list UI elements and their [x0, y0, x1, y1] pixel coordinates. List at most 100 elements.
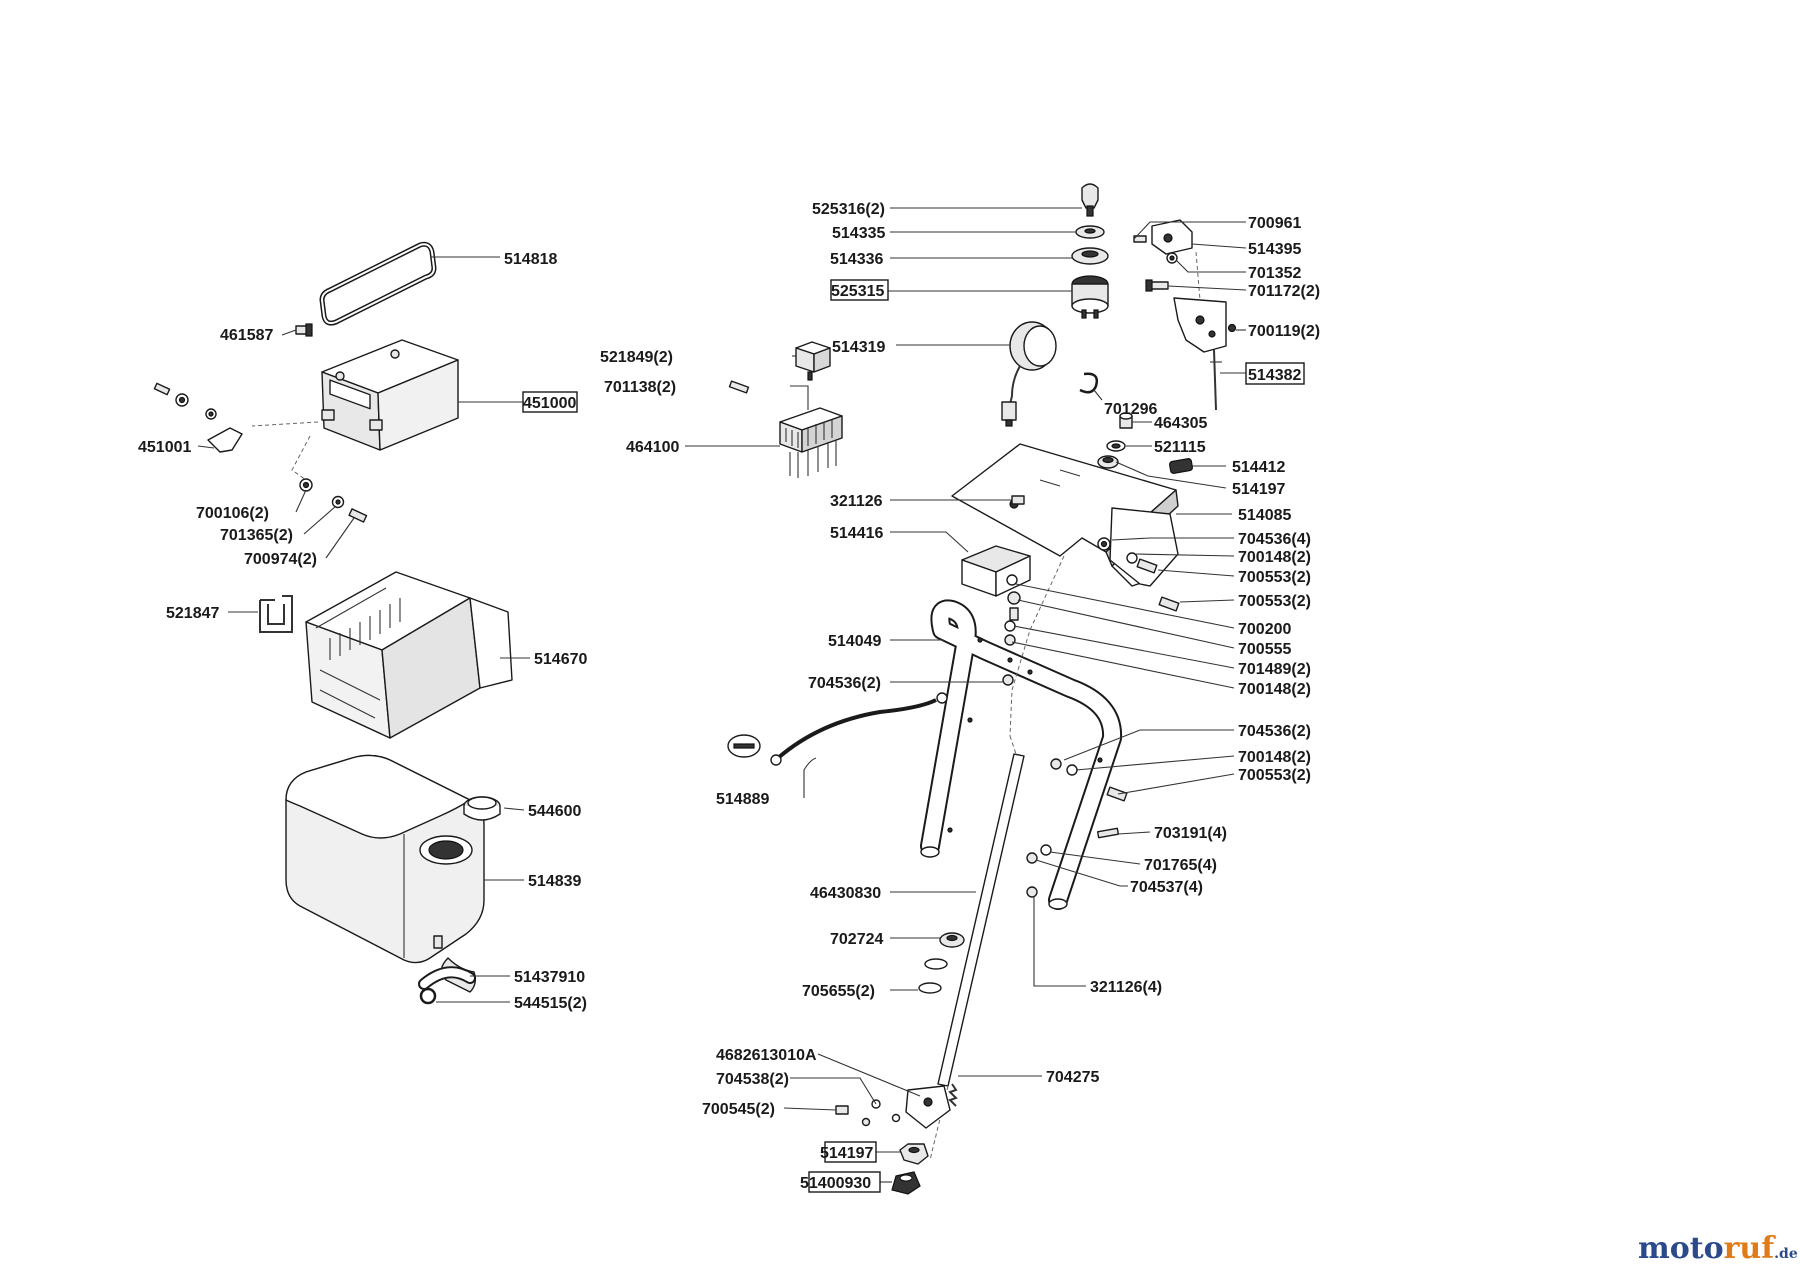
- label-700553-b: 700553(2): [1238, 593, 1311, 610]
- label-700119: 700119(2): [1248, 323, 1320, 340]
- part-lower-bracket: [905, 1085, 951, 1129]
- part-washer-514335: [1075, 225, 1105, 239]
- part-bushing-464305: [1119, 412, 1133, 429]
- label-700148-a: 700148(2): [1238, 549, 1311, 566]
- label-704275: 704275: [1046, 1069, 1099, 1086]
- part-bracket-hardware: [835, 1099, 901, 1127]
- label-701365: 701365(2): [220, 527, 293, 544]
- label-700553-a: 700553(2): [1238, 569, 1311, 586]
- label-703191: 703191(4): [1154, 825, 1227, 842]
- label-701296: 701296: [1104, 401, 1157, 418]
- leader-lines: [197, 207, 1247, 1183]
- label-514889: 514889: [716, 791, 769, 808]
- part-fuel-hose: [418, 957, 477, 993]
- label-464305: 464305: [1154, 415, 1207, 432]
- part-dash-panel: [951, 443, 1179, 587]
- part-bracket-514416: [961, 545, 1031, 597]
- part-handle-nuts: [1002, 674, 1128, 802]
- label-51400930: 51400930: [800, 1175, 871, 1192]
- label-514197-bottom: 514197: [820, 1145, 873, 1162]
- label-704536-4: 704536(4): [1238, 531, 1311, 548]
- label-521115: 521115: [1154, 439, 1206, 456]
- part-fitting-51400930: [891, 1171, 921, 1195]
- part-nut-514197-top: [1097, 455, 1119, 469]
- part-fuse-block: [779, 407, 843, 478]
- label-514412: 514412: [1232, 459, 1285, 476]
- part-clip-ring-701296: [1079, 372, 1098, 394]
- label-514670: 514670: [534, 651, 587, 668]
- label-464100: 464100: [626, 439, 679, 456]
- part-fasteners-under-battery: [299, 478, 368, 523]
- part-switch-bracket: [1133, 219, 1193, 264]
- part-pad-514412: [1169, 458, 1193, 474]
- part-screw-701138: [728, 380, 750, 394]
- label-514049: 514049: [828, 633, 881, 650]
- label-321126: 321126: [830, 493, 883, 510]
- label-514085: 514085: [1238, 507, 1291, 524]
- label-700555: 700555: [1238, 641, 1291, 658]
- part-battery-cable: [727, 692, 948, 766]
- label-544515: 544515(2): [514, 995, 587, 1012]
- part-ignition-switch: [1071, 275, 1109, 319]
- label-514382: 514382: [1248, 367, 1301, 384]
- part-buzzer: [1001, 321, 1057, 427]
- label-461587: 461587: [220, 327, 273, 344]
- label-514336: 514336: [830, 251, 883, 268]
- boxed-label-frames: [522, 279, 1305, 1193]
- label-701765: 701765(4): [1144, 857, 1217, 874]
- label-702724: 702724: [830, 931, 883, 948]
- label-700148-c: 700148(2): [1238, 749, 1311, 766]
- label-514197-top: 514197: [1232, 481, 1285, 498]
- label-51437910: 51437910: [514, 969, 585, 986]
- label-525316: 525316(2): [812, 201, 885, 218]
- label-451001: 451001: [138, 439, 191, 456]
- part-number-labels: 525316(2) 514335 514336 525315 700961 51…: [138, 201, 1320, 1192]
- label-514395: 514395: [1248, 241, 1301, 258]
- label-451000: 451000: [523, 395, 576, 412]
- label-521849: 521849(2): [600, 349, 673, 366]
- label-514335: 514335: [832, 225, 885, 242]
- label-321126-4: 321126(4): [1090, 979, 1162, 996]
- part-plate-514382: [1173, 297, 1237, 411]
- part-battery: [321, 339, 459, 451]
- label-700974: 700974(2): [244, 551, 317, 568]
- label-514416: 514416: [830, 525, 883, 542]
- label-700148-b: 700148(2): [1238, 681, 1311, 698]
- part-battery-screws: [153, 382, 217, 420]
- svg-text:motoruf.de: motoruf.de: [1638, 1231, 1798, 1266]
- part-fuel-tank: [285, 754, 485, 964]
- label-514319: 514319: [832, 339, 885, 356]
- part-lower-fasteners: [1026, 827, 1120, 898]
- part-handle-frame: [920, 599, 1123, 910]
- part-fuel-cap: [463, 796, 501, 821]
- label-704537: 704537(4): [1130, 879, 1203, 896]
- brand-suffix: .de: [1774, 1246, 1798, 1262]
- label-700961: 700961: [1248, 215, 1301, 232]
- part-steering-shaft: [929, 735, 1025, 1161]
- part-washer-521115: [1106, 440, 1126, 452]
- part-hose-clamp: [419, 987, 437, 1005]
- label-701172: 701172(2): [1248, 283, 1320, 300]
- part-screw-701172: [1145, 279, 1169, 292]
- label-704536-b: 704536(2): [1238, 723, 1311, 740]
- label-700106: 700106(2): [196, 505, 269, 522]
- part-clip-521847: [259, 595, 293, 633]
- part-center-fasteners: [1004, 574, 1021, 646]
- label-701352: 701352: [1248, 265, 1301, 282]
- label-544600: 544600: [528, 803, 581, 820]
- label-700545: 700545(2): [702, 1101, 775, 1118]
- label-525315: 525315: [831, 283, 884, 300]
- part-nut-514336: [1071, 247, 1109, 265]
- part-spring-704275: [948, 1083, 958, 1107]
- label-46430830: 46430830: [810, 885, 881, 902]
- label-701138: 701138(2): [604, 379, 676, 396]
- brand-part1: moto: [1638, 1231, 1724, 1266]
- label-705655: 705655(2): [802, 983, 875, 1000]
- label-701489: 701489(2): [1238, 661, 1311, 678]
- label-514818: 514818: [504, 251, 557, 268]
- part-terminal-451001: [207, 427, 243, 453]
- part-battery-strap: [319, 241, 437, 326]
- label-521847: 521847: [166, 605, 219, 622]
